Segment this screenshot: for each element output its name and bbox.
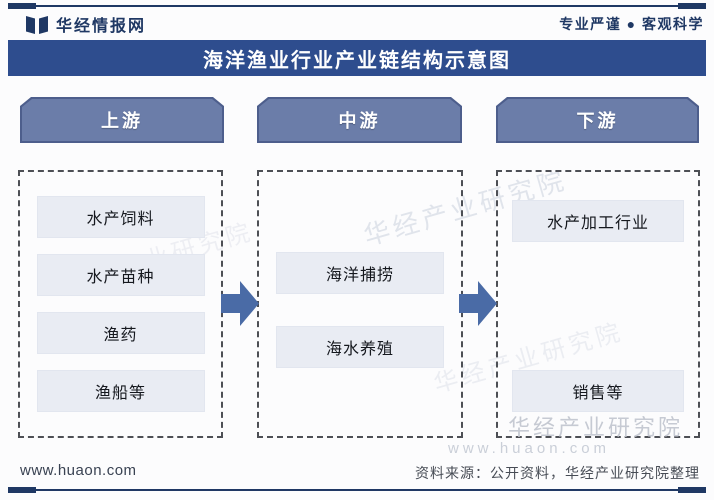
brand-row: 华经情报网 专业严谨 ● 客观科学 — [8, 10, 706, 38]
chain-item: 海洋捕捞 — [276, 252, 444, 294]
top-rule-left-cap — [8, 3, 36, 9]
chain-item: 渔药 — [36, 312, 205, 354]
open-book-icon — [26, 15, 48, 34]
flow-arrow-icon — [459, 281, 497, 326]
brand-slogan: 专业严谨 ● 客观科学 — [559, 16, 704, 32]
footer-website: www.huaon.com — [20, 462, 137, 479]
top-rule — [8, 5, 706, 7]
title-bar: 海洋渔业行业产业链结构示意图 — [8, 40, 706, 76]
bottom-rule — [8, 489, 706, 491]
chain-item: 水产苗种 — [36, 254, 205, 296]
page-title: 海洋渔业行业产业链结构示意图 — [203, 49, 511, 72]
column-header-downstream: 下游 — [496, 97, 699, 143]
chain-item: 销售等 — [512, 370, 684, 412]
flow-arrow-icon — [221, 281, 259, 326]
column-header-midstream: 中游 — [257, 97, 462, 143]
column-header-upstream-label: 上游 — [22, 99, 222, 141]
chain-item: 水产加工行业 — [512, 200, 684, 242]
stage-midstream: 海洋捕捞 海水养殖 — [257, 170, 463, 438]
column-header-upstream: 上游 — [20, 97, 224, 143]
column-header-downstream-label: 下游 — [498, 99, 697, 141]
top-rule-right-cap — [678, 3, 706, 9]
chain-item: 海水养殖 — [276, 326, 444, 368]
bottom-rule-left-cap — [8, 487, 36, 493]
brand-name: 华经情报网 — [56, 18, 147, 35]
stage-upstream: 水产饲料 水产苗种 渔药 渔船等 — [18, 170, 223, 438]
brand-logo: 华经情报网 — [8, 12, 146, 36]
column-header-midstream-label: 中游 — [259, 99, 460, 141]
watermark-url: www.huaon.com — [448, 440, 611, 457]
footer-source: 资料来源：公开资料，华经产业研究院整理 — [415, 465, 700, 481]
chain-item: 渔船等 — [36, 370, 205, 412]
stage-downstream: 水产加工行业 销售等 — [496, 170, 700, 438]
bottom-rule-right-cap — [678, 487, 706, 493]
chain-item: 水产饲料 — [36, 196, 205, 238]
